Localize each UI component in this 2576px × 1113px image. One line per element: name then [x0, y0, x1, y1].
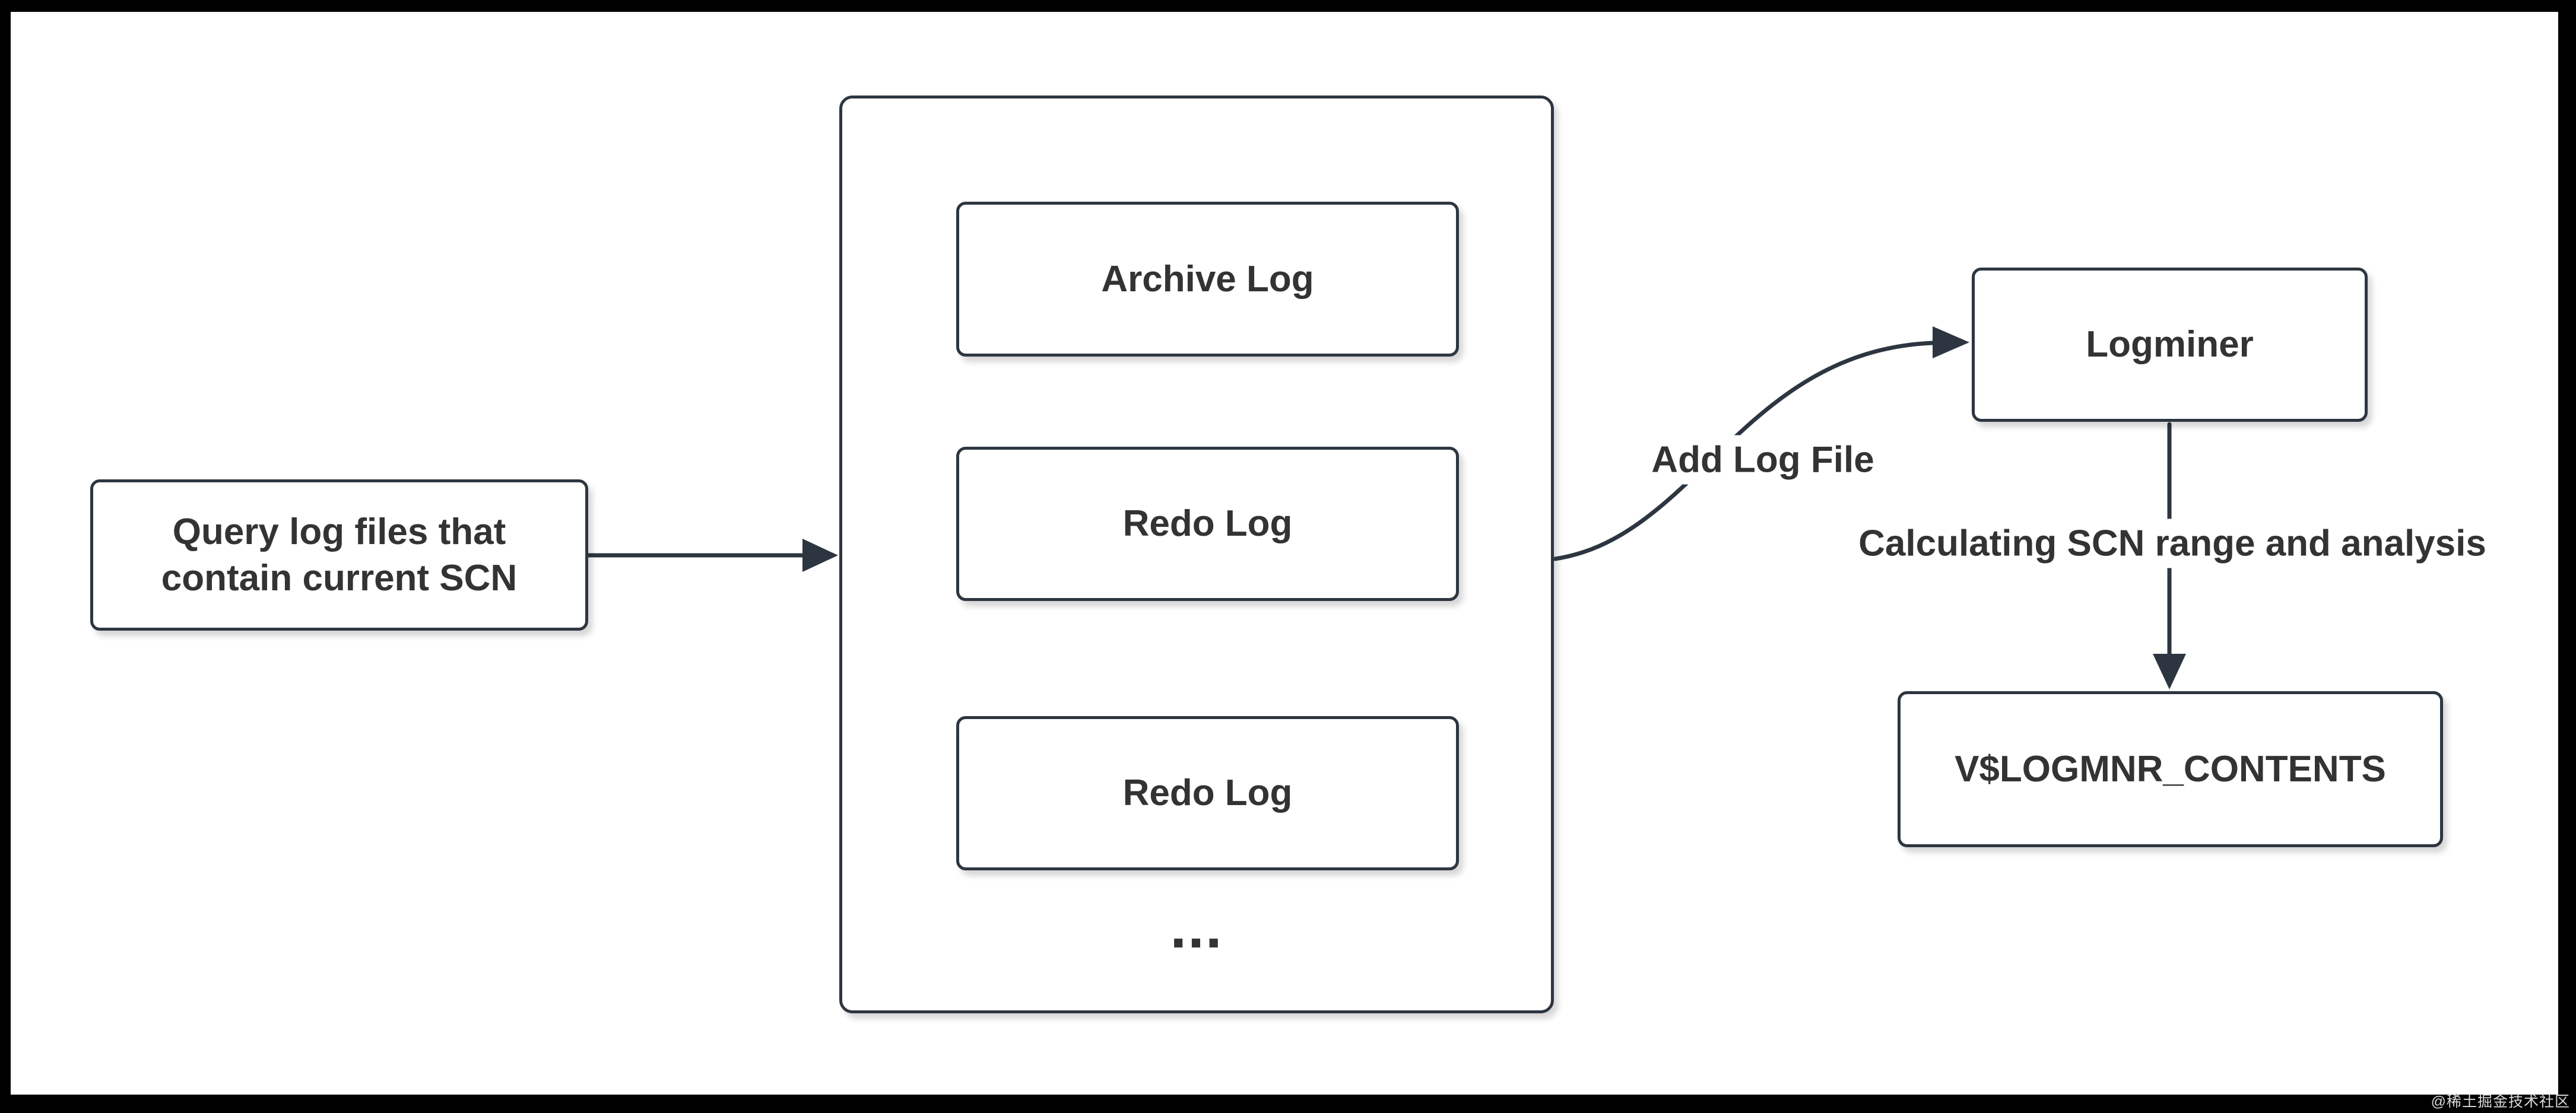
node-archive-log: Archive Log [956, 202, 1459, 357]
node-query-log-files: Query log files that contain current SCN [90, 479, 588, 631]
node-vlogmnr-contents: V$LOGMNR_CONTENTS [1898, 691, 2443, 847]
node-redo1-label: Redo Log [1122, 503, 1293, 545]
watermark-text: @稀土掘金技术社区 [2431, 1093, 2570, 1110]
more-logs-ellipsis: ... [1170, 894, 1223, 961]
node-redo-log-2: Redo Log [956, 716, 1459, 870]
edge-label-add-log-file: Add Log File [1642, 435, 1884, 485]
node-query-label: Query log files that contain current SCN [161, 511, 518, 599]
node-redo2-label: Redo Log [1122, 772, 1293, 814]
node-redo-log-1: Redo Log [956, 447, 1459, 601]
node-vlogmnr-label: V$LOGMNR_CONTENTS [1955, 748, 2386, 790]
node-logminer: Logminer [1972, 268, 2368, 422]
edge-label-calculating-scn: Calculating SCN range and analysis [1849, 519, 2496, 568]
node-archive-label: Archive Log [1101, 258, 1314, 300]
node-logminer-label: Logminer [2086, 324, 2254, 365]
arrow-query-to-container [586, 539, 838, 572]
